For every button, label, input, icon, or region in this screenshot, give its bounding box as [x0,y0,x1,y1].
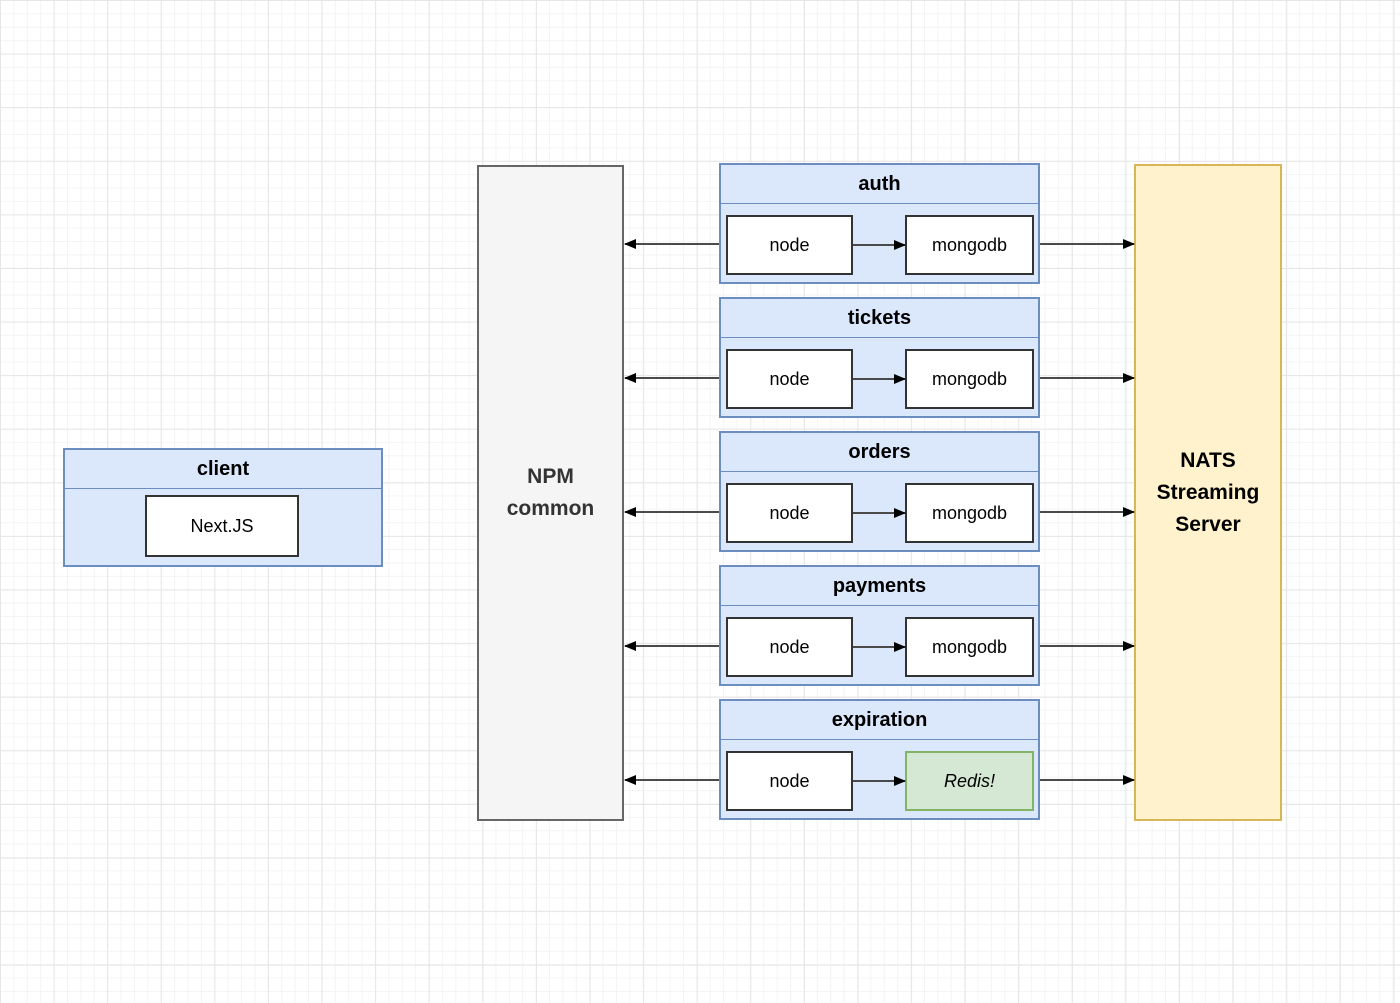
expiration-node-box: node [726,751,853,811]
arrow-auth-to-npm [624,239,719,249]
arrow-tickets-node-to-mongodb [853,374,906,384]
arrowhead-icon [624,239,636,249]
arrowhead-icon [1123,239,1135,249]
arrow-orders-to-npm [624,507,719,517]
service-auth-title: auth [721,165,1038,204]
arrowhead-icon [1123,775,1135,785]
service-orders: orders node mongodb [719,431,1040,552]
arrow-payments-to-nats [1040,641,1135,651]
arrow-auth-node-to-mongodb [853,240,906,250]
arrowhead-icon [1123,373,1135,383]
tickets-node-box: node [726,349,853,409]
arrowhead-icon [624,641,636,651]
arrowhead-icon [624,775,636,785]
arrow-payments-to-npm [624,641,719,651]
arrow-expiration-node-to-redis [853,776,906,786]
service-tickets: tickets node mongodb [719,297,1040,418]
arrowhead-icon [894,374,906,384]
arrow-auth-to-nats [1040,239,1135,249]
nextjs-box: Next.JS [145,495,299,557]
arrow-expiration-to-nats [1040,775,1135,785]
client-container: client Next.JS [63,448,383,567]
payments-node-box: node [726,617,853,677]
orders-node-box: node [726,483,853,543]
arrow-orders-to-nats [1040,507,1135,517]
service-expiration: expiration node Redis! [719,699,1040,820]
arrow-tickets-to-nats [1040,373,1135,383]
arrowhead-icon [894,642,906,652]
arrow-payments-node-to-mongodb [853,642,906,652]
orders-mongodb-box: mongodb [905,483,1034,543]
arrowhead-icon [1123,641,1135,651]
arrowhead-icon [894,240,906,250]
auth-mongodb-box: mongodb [905,215,1034,275]
arrowhead-icon [894,776,906,786]
arrowhead-icon [1123,507,1135,517]
arrowhead-icon [894,508,906,518]
npm-common-block: NPM common [477,165,624,821]
auth-node-box: node [726,215,853,275]
payments-mongodb-box: mongodb [905,617,1034,677]
arrow-expiration-to-npm [624,775,719,785]
arrowhead-icon [624,373,636,383]
nats-streaming-server-block: NATS Streaming Server [1134,164,1282,821]
tickets-mongodb-box: mongodb [905,349,1034,409]
client-title: client [65,450,381,489]
service-expiration-title: expiration [721,701,1038,740]
service-tickets-title: tickets [721,299,1038,338]
expiration-redis-box: Redis! [905,751,1034,811]
arrow-orders-node-to-mongodb [853,508,906,518]
service-auth: auth node mongodb [719,163,1040,284]
arrowhead-icon [624,507,636,517]
service-orders-title: orders [721,433,1038,472]
service-payments-title: payments [721,567,1038,606]
arrow-tickets-to-npm [624,373,719,383]
service-payments: payments node mongodb [719,565,1040,686]
